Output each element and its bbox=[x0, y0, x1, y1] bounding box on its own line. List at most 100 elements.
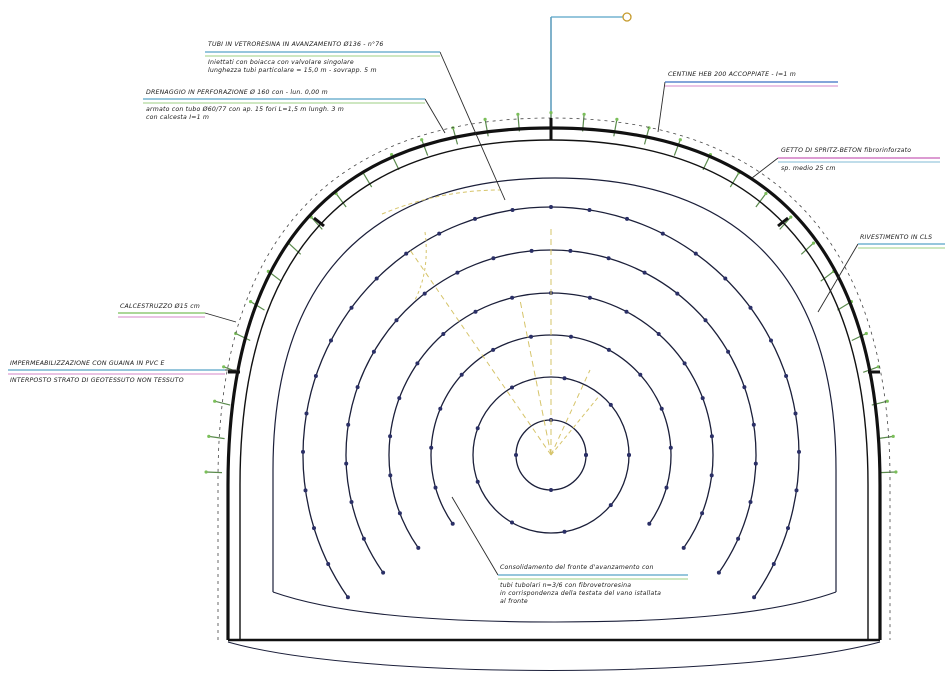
anchor-point-icon bbox=[355, 385, 360, 390]
bolt-line bbox=[673, 139, 681, 156]
anchor-point-icon bbox=[397, 396, 402, 401]
bolt-head-icon bbox=[222, 365, 226, 369]
anchor-point-icon bbox=[682, 361, 687, 366]
annotation-impermeabilizzazione: IMPERMEABILIZZAZIONE CON GUAINA IN PVC E… bbox=[10, 360, 184, 384]
anchor-point-icon bbox=[397, 511, 402, 516]
leader-lines bbox=[8, 51, 945, 580]
bolt-head-icon bbox=[894, 470, 898, 474]
anchor-point-icon bbox=[736, 536, 741, 541]
annotation-line: Consolidamento del fronte d'avanzamento … bbox=[500, 563, 654, 571]
anchor-point-icon bbox=[748, 500, 753, 504]
anchor-point-icon bbox=[349, 305, 354, 310]
bolt-line bbox=[851, 332, 867, 342]
anchor-point-icon bbox=[374, 276, 379, 281]
anchor-point-icon bbox=[450, 521, 455, 526]
bolt-head-icon bbox=[234, 331, 238, 336]
bolt-line bbox=[879, 471, 896, 474]
annotation-rivestimento: RIVESTIMENTO IN CLS bbox=[860, 234, 932, 241]
anchor-point-icon bbox=[491, 347, 496, 352]
anchor-point-icon bbox=[660, 231, 665, 236]
anchor-point-icon bbox=[459, 372, 464, 377]
anchor-point-icon bbox=[642, 270, 647, 275]
annotation-spritz: GETTO DI SPRITZ-BETON fibrorinforzato sp… bbox=[781, 146, 911, 172]
bolt-head-icon bbox=[249, 300, 253, 304]
bolt-line bbox=[335, 193, 347, 208]
bolt-head-icon bbox=[213, 399, 217, 403]
annotation-line: RIVESTIMENTO IN CLS bbox=[860, 234, 932, 241]
anchor-point-icon bbox=[416, 545, 421, 550]
anchor-point-icon bbox=[703, 318, 708, 323]
anchor-point-icon bbox=[608, 503, 613, 508]
anchor-point-icon bbox=[313, 374, 318, 378]
bolt-head-icon bbox=[582, 112, 586, 116]
annotation-line: GETTO DI SPRITZ-BETON fibrorinforzato bbox=[781, 146, 911, 154]
anchor-point-icon bbox=[491, 256, 496, 261]
anchor-point-icon bbox=[569, 334, 573, 339]
anchor-point-icon bbox=[388, 434, 393, 439]
anchor-point-icon bbox=[709, 434, 714, 439]
bolt-head-icon bbox=[678, 138, 682, 142]
anchor-point-icon bbox=[437, 231, 442, 236]
bolt-head-icon bbox=[549, 111, 553, 115]
anchor-point-icon bbox=[433, 485, 438, 490]
anchor-point-icon bbox=[441, 332, 446, 336]
anchor-point-icon bbox=[624, 309, 629, 314]
anchor-point-icon bbox=[381, 570, 386, 575]
anchor-point-icon bbox=[793, 411, 798, 416]
bolt-head-icon bbox=[811, 241, 816, 245]
anchor-point-icon bbox=[700, 511, 705, 516]
anchor-point-icon bbox=[475, 479, 480, 484]
anchor-point-icon bbox=[587, 208, 592, 212]
anchor-point-icon bbox=[562, 529, 567, 534]
bolt-line bbox=[235, 332, 251, 342]
bolt-line bbox=[779, 216, 792, 230]
bolt-line bbox=[613, 119, 618, 137]
anchor-point-icon bbox=[349, 500, 354, 504]
annotation-consolidamento: Consolidamento del fronte d'avanzamento … bbox=[500, 563, 661, 605]
tunnel-outer-lining bbox=[217, 117, 891, 640]
bolt-head-icon bbox=[207, 434, 211, 438]
anchor-point-icon bbox=[475, 426, 480, 431]
anchor-point-icon bbox=[647, 521, 652, 526]
dimension-lines bbox=[381, 189, 601, 456]
annotation-line: al fronte bbox=[500, 597, 528, 605]
anchor-point-icon bbox=[627, 453, 631, 457]
annotation-centine: CENTINE HEB 200 ACCOPPIATE - I=1 m bbox=[668, 71, 796, 78]
anchor-point-icon bbox=[751, 422, 756, 427]
bolt-line bbox=[755, 193, 767, 208]
anchor-point-icon bbox=[329, 338, 333, 343]
bolt-head-icon bbox=[789, 215, 793, 219]
anchor-point-icon bbox=[786, 526, 790, 531]
bolt-line bbox=[208, 435, 225, 440]
annotation-line: lunghezza tubi particolare = 15,0 m - so… bbox=[208, 66, 377, 74]
anchor-point-icon bbox=[371, 349, 376, 354]
bolt-line bbox=[214, 400, 231, 406]
anchor-point-icon bbox=[753, 461, 758, 466]
anchor-point-icon bbox=[394, 318, 399, 323]
annotation-drenaggio: DRENAGGIO IN PERFORAZIONE Ø 160 con - lu… bbox=[146, 88, 344, 121]
anchor-point-icon bbox=[771, 562, 776, 566]
anchor-point-icon bbox=[606, 347, 611, 352]
anchor-point-icon bbox=[312, 526, 316, 531]
bolt-head-icon bbox=[891, 434, 895, 438]
anchor-point-icon bbox=[510, 208, 515, 212]
anchor-point-icon bbox=[510, 520, 514, 525]
annotation-line: IMPERMEABILIZZAZIONE CON GUAINA IN PVC E bbox=[10, 360, 165, 367]
anchor-point-icon bbox=[514, 453, 518, 457]
anchor-point-icon bbox=[345, 595, 350, 600]
anchor-point-icon bbox=[422, 291, 427, 296]
annotation-line: CALCESTRUZZO Ø15 cm bbox=[120, 302, 200, 310]
bolt-head-icon bbox=[885, 399, 889, 403]
annotation-line: INTERPOSTO STRATO DI GEOTESSUTO NON TESS… bbox=[10, 377, 184, 384]
bolt-line bbox=[206, 471, 223, 474]
anchor-point-icon bbox=[587, 295, 592, 300]
anchor-point-icon bbox=[361, 536, 366, 541]
bolt-line bbox=[421, 139, 429, 156]
anchor-point-icon bbox=[438, 406, 443, 411]
anchor-point-icon bbox=[303, 488, 308, 493]
anchor-point-icon bbox=[549, 205, 553, 209]
annotation-calcestruzzo: CALCESTRUZZO Ø15 cm bbox=[120, 302, 200, 310]
excavation-profile bbox=[227, 177, 881, 671]
annotation-line: Iniettati con boiacca con valvolare sing… bbox=[208, 58, 354, 66]
